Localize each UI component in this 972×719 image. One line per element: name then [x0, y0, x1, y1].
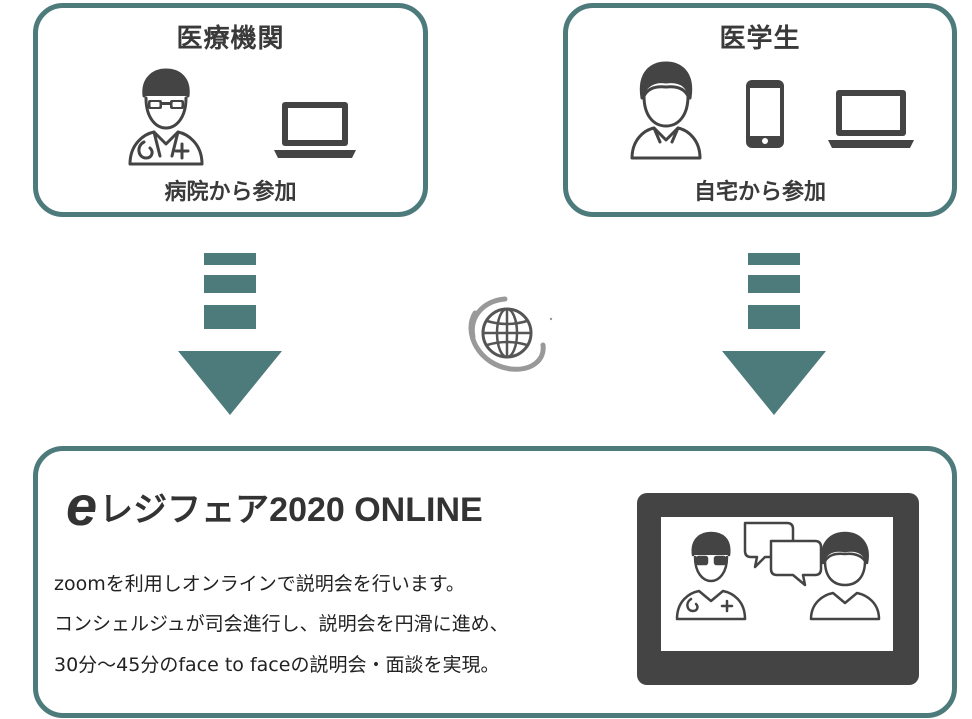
doctor-icon	[128, 68, 204, 166]
medical-institution-caption: 病院から参加	[164, 180, 297, 205]
globe-icon	[468, 296, 553, 372]
event-description-line: zoomを利用しオンラインで説明会を行います。	[54, 573, 465, 595]
tablet-icon	[637, 493, 919, 685]
medical-student-title: 医学生	[719, 24, 801, 54]
doctor-icon	[675, 531, 747, 621]
event-box: eレジフェア2020 ONLINE zoomを利用しオンラインで説明会を行います…	[33, 446, 957, 718]
laptop-icon	[274, 102, 356, 158]
smartphone-icon	[746, 80, 784, 148]
event-description-line: コンシェルジュが司会進行し、説明会を円滑に進め、	[54, 613, 509, 635]
event-title-text: レジフェア2020 ONLINE	[99, 491, 483, 529]
student-icon	[630, 61, 702, 160]
medical-institution-box: 医療機関 病院から参加	[33, 3, 428, 217]
left-down-arrow-icon	[178, 253, 282, 415]
event-description-line: 30分～45分のface to faceの説明会・面談を実現。	[54, 654, 500, 676]
event-title-e: e	[66, 474, 98, 537]
speech-bubbles-icon	[743, 521, 823, 587]
event-title: eレジフェア2020 ONLINE	[66, 473, 483, 538]
laptop-icon	[828, 90, 914, 148]
medical-student-box: 医学生 自宅から参加	[563, 3, 957, 217]
medical-student-caption: 自宅から参加	[693, 180, 826, 205]
medical-institution-title: 医療機関	[176, 24, 285, 54]
right-down-arrow-icon	[722, 253, 826, 415]
student-icon	[809, 531, 881, 621]
